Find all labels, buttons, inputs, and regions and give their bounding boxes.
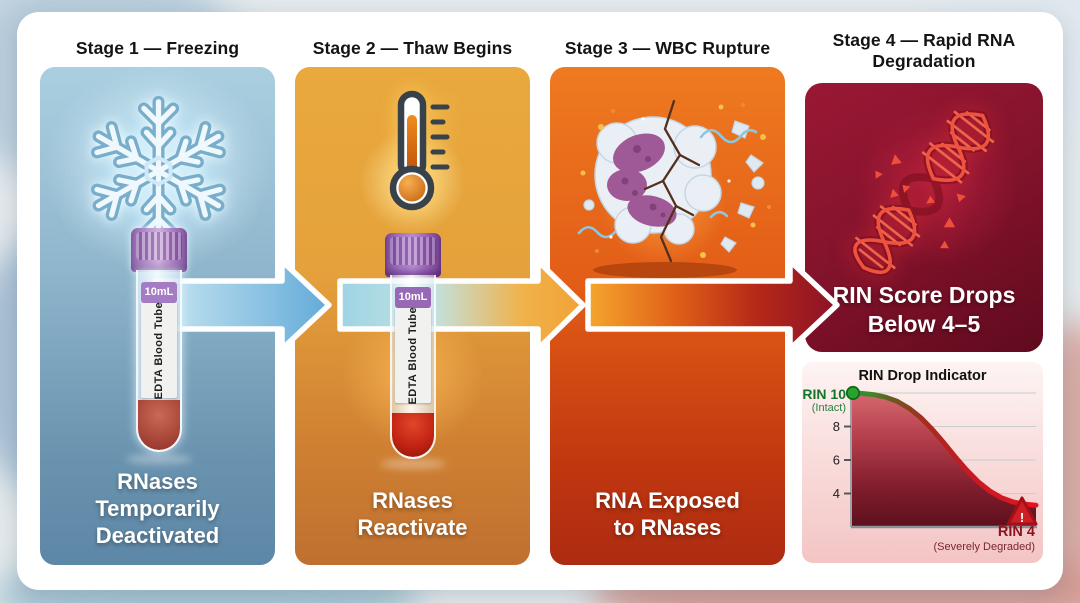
stage2-title: Stage 2 — Thaw Begins: [312, 38, 513, 58]
tube-body: 10mL EDTA Blood Tube: [390, 275, 436, 459]
stage3-caption: RNA Exposed to RNases: [595, 487, 740, 540]
edta-blood-tube-thawing: 10mL EDTA Blood Tube: [385, 233, 441, 459]
chart-title: RIN Drop Indicator: [858, 368, 987, 384]
blood-sample: [392, 413, 434, 457]
svg-text:4: 4: [833, 486, 840, 501]
thermometer-icon: [367, 89, 459, 219]
svg-text:8: 8: [833, 419, 840, 434]
rin-drop-chart: 8 6 4!: [833, 385, 1039, 529]
rupturing-wbc-illustration: [553, 85, 782, 290]
svg-text:!: !: [1020, 510, 1024, 525]
edta-blood-tube-frozen: 10mL EDTA Blood Tube: [131, 228, 187, 452]
rin4-annotation: RIN 4 (Severely Degraded): [933, 524, 1036, 554]
tube-cap: [385, 233, 441, 277]
tube-volume-label: 10mL: [141, 282, 177, 303]
stage1-title: Stage 1 — Freezing: [75, 38, 240, 58]
stage4-title: Stage 4 — Rapid RNA Degradation: [832, 30, 1016, 71]
stage4-caption: RIN Score Drops Below 4–5: [832, 282, 1016, 337]
stage1-caption: RNases Temporarily Deactivated: [95, 468, 220, 548]
rin10-annotation: RIN 10 (Intact): [802, 386, 846, 415]
tube-cap: [131, 228, 187, 272]
tube-volume-label: 10mL: [395, 287, 431, 308]
snowflake-icon: [76, 91, 241, 256]
stage2-caption: RNases Reactivate: [357, 487, 468, 540]
tube-body: 10mL EDTA Blood Tube: [136, 270, 182, 452]
stage3-panel: RNA Exposed to RNases: [550, 67, 785, 565]
svg-text:6: 6: [833, 453, 840, 468]
blood-sample: [138, 400, 180, 450]
tube-label: EDTA Blood Tube: [395, 307, 431, 404]
fragmented-rna-illustration: [837, 91, 1012, 296]
tube-label: EDTA Blood Tube: [141, 302, 177, 399]
stage4-panel: RIN Score Drops Below 4–5: [805, 83, 1043, 352]
stage3-title: Stage 3 — WBC Rupture: [564, 38, 771, 58]
